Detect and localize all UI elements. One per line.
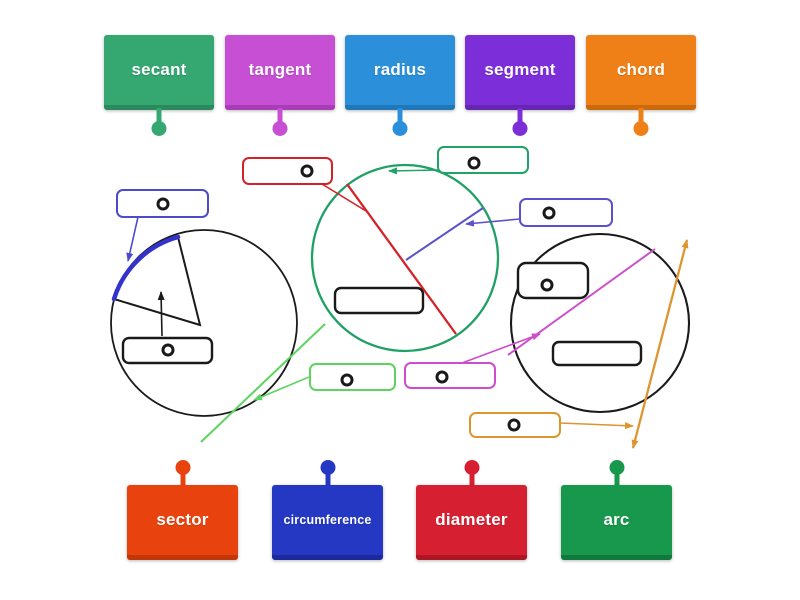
connector-tangent — [253, 376, 310, 401]
tile-label: chord — [616, 60, 666, 79]
tile-label: arc — [603, 510, 630, 529]
drop-target-circumference[interactable] — [437, 146, 529, 174]
pin-icon — [151, 121, 167, 136]
tile-tangent[interactable]: tangent — [225, 35, 335, 136]
drop-target-segment[interactable] — [516, 261, 590, 300]
pin-hole-icon — [300, 164, 314, 178]
tile-diameter[interactable]: diameter — [416, 460, 527, 560]
tile-secant[interactable]: secant — [104, 35, 214, 136]
tile-sector[interactable]: sector — [127, 460, 238, 560]
connector-arc — [126, 216, 139, 262]
pin-stem — [325, 469, 330, 486]
tile-label: circumference — [283, 513, 372, 527]
tile-face: tangent — [225, 35, 335, 110]
tile-face: diameter — [416, 485, 527, 560]
drop-target-radius[interactable] — [519, 198, 613, 227]
tile-label: sector — [156, 510, 209, 529]
tile-arc[interactable]: arc — [561, 460, 672, 560]
drop-target-chord[interactable] — [404, 362, 496, 389]
pin-icon — [609, 460, 624, 475]
empty-box-right-circle — [551, 340, 643, 367]
connector-chord — [461, 333, 541, 364]
radius-line — [405, 207, 484, 261]
pin-hole-icon — [507, 418, 521, 432]
tile-face: segment — [465, 35, 575, 110]
left-circle — [110, 229, 298, 417]
pin-icon — [464, 460, 479, 475]
pin-stem — [180, 469, 185, 486]
drop-target-secant[interactable] — [242, 157, 333, 185]
pin-hole-icon — [542, 206, 556, 220]
tile-radius[interactable]: radius — [345, 35, 455, 136]
tile-face: chord — [586, 35, 696, 110]
pin-icon — [392, 121, 408, 136]
right-circle — [509, 232, 691, 414]
tile-face: secant — [104, 35, 214, 110]
connector-circumference — [388, 167, 440, 175]
tile-label: radius — [373, 60, 427, 79]
tile-segment[interactable]: segment — [465, 35, 575, 136]
pin-hole-icon — [161, 343, 175, 357]
pin-hole-icon — [540, 278, 554, 292]
secant-line — [346, 183, 457, 335]
pin-stem — [517, 108, 523, 124]
orange-double-arrow-line — [631, 239, 689, 449]
pin-icon — [175, 460, 190, 475]
middle-circle — [310, 163, 500, 353]
tile-label: tangent — [248, 60, 312, 79]
tile-label: segment — [484, 60, 556, 79]
tangent-line — [200, 323, 326, 443]
pin-icon — [320, 460, 335, 475]
pin-hole-icon — [156, 197, 170, 211]
tile-label: secant — [131, 60, 187, 79]
tile-chord[interactable]: chord — [586, 35, 696, 136]
tile-circumference[interactable]: circumference — [272, 460, 383, 560]
tile-face: radius — [345, 35, 455, 110]
pin-icon — [633, 121, 649, 136]
tile-face: arc — [561, 485, 672, 560]
pin-stem — [614, 469, 619, 486]
empty-box-middle-circle — [333, 286, 425, 315]
pin-stem — [277, 108, 283, 124]
connector-radius — [465, 218, 521, 227]
pin-stem — [397, 108, 403, 124]
tile-face: circumference — [272, 485, 383, 560]
pin-hole-icon — [435, 370, 449, 384]
highlighted-arc — [111, 234, 181, 302]
pin-stem — [156, 108, 162, 124]
connector-orange-line — [559, 422, 634, 430]
sector-wedge — [113, 236, 202, 327]
pin-icon — [272, 121, 288, 136]
pin-hole-icon — [467, 156, 481, 170]
pin-stem — [469, 469, 474, 486]
connector-secant — [321, 183, 367, 212]
tile-face: sector — [127, 485, 238, 560]
pin-icon — [512, 121, 528, 136]
pin-stem — [638, 108, 644, 124]
pin-hole-icon — [340, 373, 354, 387]
connector-sector-arrow — [157, 291, 165, 337]
tile-label: diameter — [435, 510, 508, 529]
